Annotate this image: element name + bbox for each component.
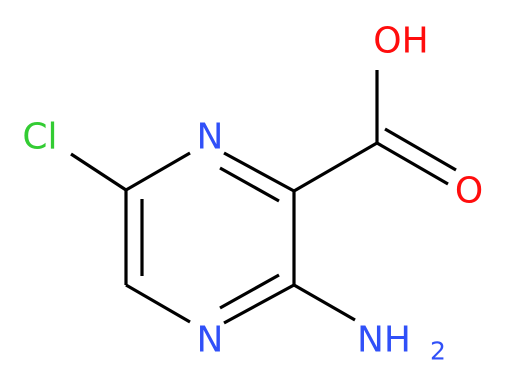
chlorine-label: Cl [22, 117, 57, 158]
bond-n1-c2-outer [223, 151, 295, 193]
bonds [70, 70, 457, 325]
amino-label: NH [357, 320, 411, 361]
bond-carboxyl-o-b [384, 127, 457, 172]
bond-n4-c5 [125, 283, 191, 324]
bond-c3-nh2 [293, 283, 356, 322]
bond-carboxyl-o-a [376, 141, 449, 186]
bond-cl-c6 [70, 152, 127, 192]
bond-c2-carboxyl [293, 141, 378, 193]
bond-c3-n4-inner [219, 273, 280, 310]
atom-labels: Cl N N OH O NH 2 [22, 21, 483, 366]
bond-c3-n4-outer [223, 283, 295, 325]
bond-n1-c2-inner [219, 166, 280, 203]
ring-nitrogen-bottom-label: N [197, 320, 224, 361]
hydroxyl-label: OH [373, 21, 428, 62]
bond-c6-n1 [125, 151, 191, 192]
carbonyl-oxygen-label: O [455, 171, 483, 212]
ring-nitrogen-top-label: N [197, 117, 224, 158]
amino-subscript: 2 [430, 337, 446, 366]
